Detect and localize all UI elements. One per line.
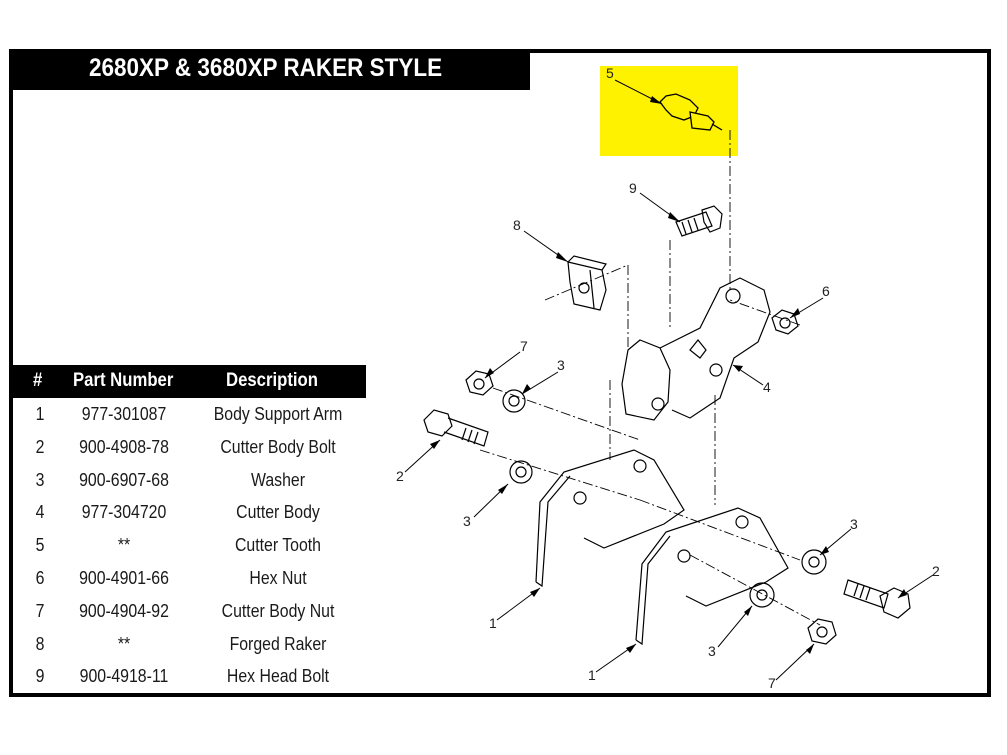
table-row: 7 900-4904-92 Cutter Body Nut [13, 595, 366, 628]
parts-table-header: # Part Number Description [13, 365, 366, 398]
table-row: 1 977-301087 Body Support Arm [13, 398, 366, 431]
row-number: 1 [35, 404, 45, 424]
table-row: 4 977-304720 Cutter Body [13, 496, 366, 529]
table-row: 5 ** Cutter Tooth [13, 529, 366, 562]
row-part-number: 900-6907-68 [79, 469, 169, 490]
hex-head-bolt-icon [675, 205, 723, 237]
cutter-body-nut-lower-icon [807, 618, 837, 645]
row-part-number: 900-4901-66 [79, 567, 169, 588]
cutter-body-bolt-upper-icon [423, 409, 489, 447]
table-row: 2 900-4908-78 Cutter Body Bolt [13, 431, 366, 464]
cutter-body-bolt-lower-icon [843, 579, 911, 619]
page-title: 2680XP & 3680XP RAKER STYLE [89, 54, 443, 82]
cutter-tooth-icon [659, 93, 723, 131]
row-number: 7 [35, 600, 45, 621]
row-part-number: ** [117, 633, 131, 654]
row-description: Cutter Body Nut [221, 600, 335, 621]
cutter-body-icon [621, 277, 771, 421]
callout-3-upper: 3 [557, 357, 565, 373]
row-number: 6 [35, 567, 45, 588]
row-part-number: 900-4918-11 [79, 666, 169, 687]
row-number: 4 [35, 502, 45, 523]
row-description: Cutter Tooth [234, 535, 321, 556]
callout-2-upper: 2 [396, 468, 404, 484]
row-description: Cutter Body Bolt [220, 436, 336, 457]
callout-4: 4 [763, 379, 771, 395]
row-number: 9 [35, 666, 45, 687]
cutter-body-nut-upper-icon [465, 370, 494, 396]
row-number: 5 [35, 535, 45, 556]
callout-1-rear: 1 [489, 615, 497, 631]
row-description: Washer [250, 469, 305, 490]
callout-8: 8 [513, 217, 521, 233]
washer-icon [502, 389, 827, 608]
row-description: Hex Nut [249, 567, 307, 588]
title-bar: 2680XP & 3680XP RAKER STYLE [9, 49, 530, 90]
row-description: Forged Raker [229, 633, 327, 654]
table-row: 3 900-6907-68 Washer [13, 464, 366, 497]
hex-nut-icon [771, 309, 799, 335]
header-description: Description [226, 370, 318, 391]
table-row: 9 900-4918-11 Hex Head Bolt [13, 660, 366, 693]
row-part-number: 900-4904-92 [79, 600, 169, 621]
callout-3-mid: 3 [463, 513, 471, 529]
table-row: 8 ** Forged Raker [13, 628, 366, 661]
row-part-number: ** [117, 535, 131, 556]
callout-3-right: 3 [850, 516, 858, 532]
row-number: 2 [35, 436, 45, 457]
callout-7-upper: 7 [520, 338, 528, 354]
body-support-arm-rear-icon [535, 449, 685, 588]
row-description: Cutter Body [236, 502, 320, 523]
forged-raker-icon [567, 255, 607, 311]
row-number: 3 [35, 469, 45, 490]
callout-3-lower: 3 [708, 643, 716, 659]
row-part-number: 900-4908-78 [79, 436, 169, 457]
body-support-arm-front-icon [635, 507, 789, 646]
row-description: Hex Head Bolt [226, 666, 330, 687]
row-description: Body Support Arm [213, 404, 343, 424]
callout-6: 6 [822, 283, 830, 299]
row-number: 8 [35, 633, 45, 654]
callout-1-front: 1 [588, 667, 596, 683]
header-part-number: Part Number [73, 370, 174, 391]
table-row: 6 900-4901-66 Hex Nut [13, 562, 366, 595]
callout-2-lower: 2 [932, 563, 940, 579]
callout-5: 5 [606, 65, 614, 81]
header-number: # [33, 370, 43, 391]
callout-7-lower: 7 [768, 675, 776, 691]
parts-table: # Part Number Description 1 977-301087 Bod… [13, 365, 366, 693]
row-part-number: 977-301087 [81, 404, 167, 424]
callout-9: 9 [629, 180, 637, 196]
row-part-number: 977-304720 [81, 502, 167, 523]
